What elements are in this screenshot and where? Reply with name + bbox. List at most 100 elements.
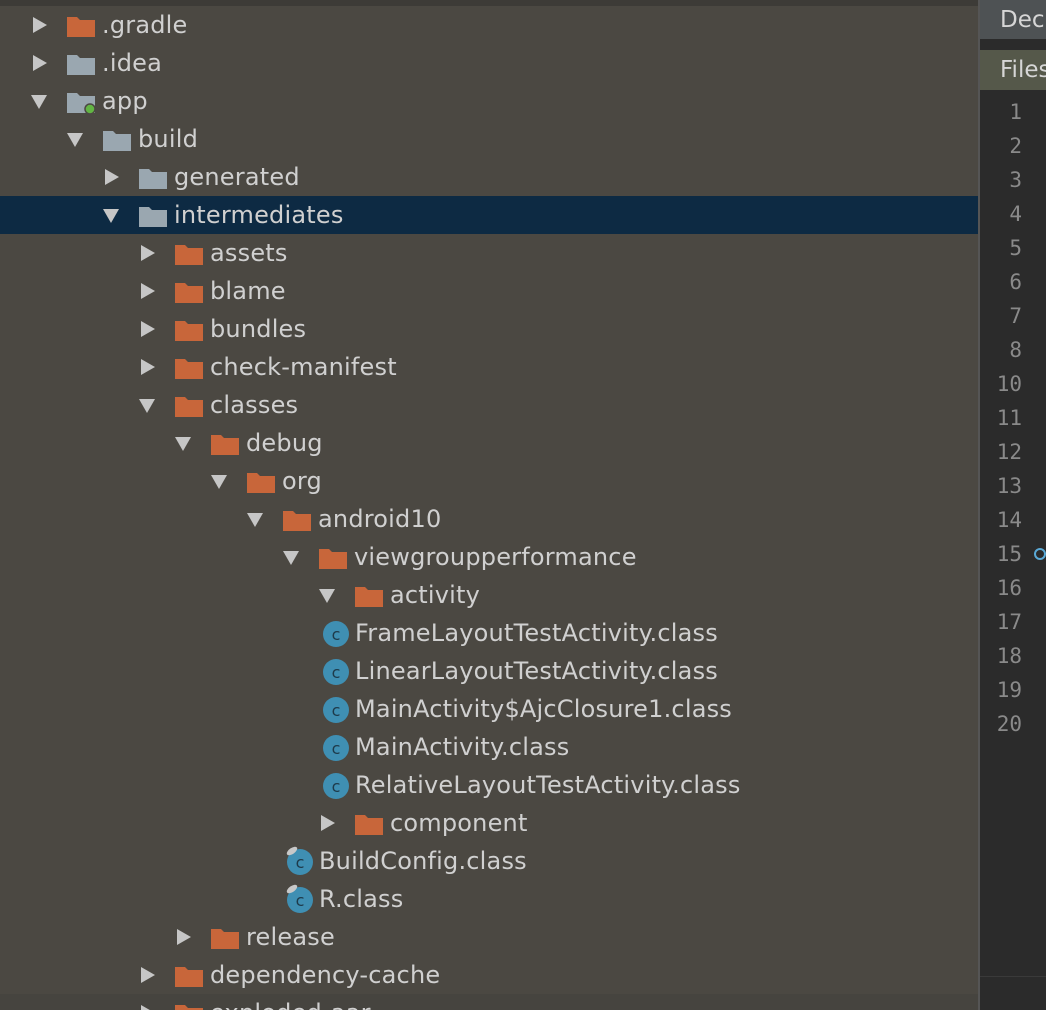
- folder-icon: [66, 14, 96, 42]
- collapse-arrow-icon[interactable]: [141, 283, 155, 299]
- expand-arrow-icon[interactable]: [139, 399, 155, 413]
- tree-row[interactable]: build: [0, 120, 978, 158]
- line-number: 6: [1009, 270, 1022, 294]
- tree-row[interactable]: android10: [0, 500, 978, 538]
- tree-row[interactable]: org: [0, 462, 978, 500]
- line-number: 2: [1009, 134, 1022, 158]
- line-number: 3: [1009, 168, 1022, 192]
- tree-row-label: MainActivity.class: [355, 733, 570, 761]
- folder-icon: [174, 280, 204, 308]
- expand-arrow-icon[interactable]: [103, 209, 119, 223]
- expand-arrow-icon[interactable]: [31, 95, 47, 109]
- folder-icon: [174, 394, 204, 422]
- svg-text:c: c: [332, 663, 341, 682]
- tree-row[interactable]: component: [0, 804, 978, 842]
- tree-row[interactable]: check-manifest: [0, 348, 978, 386]
- tree-row[interactable]: intermediates: [0, 196, 978, 234]
- override-marker-icon[interactable]: [1034, 548, 1046, 560]
- tree-row[interactable]: c LinearLayoutTestActivity.class: [0, 652, 978, 690]
- tree-row-label: RelativeLayoutTestActivity.class: [355, 771, 741, 799]
- tree-top-edge: [0, 0, 978, 6]
- line-number: 7: [1009, 304, 1022, 328]
- line-number: 13: [996, 474, 1022, 498]
- tree-row-label: R.class: [319, 885, 404, 913]
- tab-files[interactable]: Files: [980, 50, 1046, 90]
- line-number: 8: [1009, 338, 1022, 362]
- tree-row-label: .gradle: [102, 11, 188, 39]
- tree-row[interactable]: exploded-aar: [0, 994, 978, 1010]
- tree-row-label: release: [246, 923, 335, 951]
- tree-row-label: component: [390, 809, 528, 837]
- expand-arrow-icon[interactable]: [283, 551, 299, 565]
- tree-row[interactable]: .gradle: [0, 6, 978, 44]
- expand-arrow-icon[interactable]: [175, 437, 191, 451]
- collapse-arrow-icon[interactable]: [177, 929, 191, 945]
- tree-row[interactable]: bundles: [0, 310, 978, 348]
- folder-icon: [318, 546, 348, 574]
- collapse-arrow-icon[interactable]: [321, 815, 335, 831]
- collapse-arrow-icon[interactable]: [141, 967, 155, 983]
- tree-row-label: activity: [390, 581, 481, 609]
- collapse-arrow-icon[interactable]: [141, 359, 155, 375]
- tree-row-label: debug: [246, 429, 323, 457]
- tree-row-label: bundles: [210, 315, 307, 343]
- expand-arrow-icon[interactable]: [247, 513, 263, 527]
- line-number: 17: [996, 610, 1022, 634]
- expand-arrow-icon[interactable]: [67, 133, 83, 147]
- collapse-arrow-icon[interactable]: [33, 55, 47, 71]
- tree-row-label: check-manifest: [210, 353, 397, 381]
- tree-row[interactable]: c RelativeLayoutTestActivity.class: [0, 766, 978, 804]
- expand-arrow-icon[interactable]: [211, 475, 227, 489]
- expand-arrow-icon[interactable]: [319, 589, 335, 603]
- folder-icon: [282, 508, 312, 536]
- line-number: 16: [996, 576, 1022, 600]
- tree-row[interactable]: app: [0, 82, 978, 120]
- tree-row-label: generated: [174, 163, 300, 191]
- gutter-bottom: [980, 976, 1046, 1010]
- tree-row[interactable]: .idea: [0, 44, 978, 82]
- tree-row[interactable]: blame: [0, 272, 978, 310]
- tree-row-label: android10: [318, 505, 442, 533]
- tree-row[interactable]: activity: [0, 576, 978, 614]
- collapse-arrow-icon[interactable]: [141, 1005, 155, 1010]
- svg-text:c: c: [332, 777, 341, 796]
- folder-icon: [138, 204, 168, 232]
- collapse-arrow-icon[interactable]: [105, 169, 119, 185]
- tree-row[interactable]: classes: [0, 386, 978, 424]
- locked-class-file-icon: c: [285, 884, 313, 913]
- tree-row-label: LinearLayoutTestActivity.class: [355, 657, 718, 685]
- class-file-icon: c: [321, 694, 349, 723]
- tree-row-label: FrameLayoutTestActivity.class: [355, 619, 718, 647]
- tab-declarations[interactable]: Declarations: [980, 0, 1046, 40]
- tree-row[interactable]: assets: [0, 234, 978, 272]
- tree-row-label: assets: [210, 239, 288, 267]
- tree-row-label: BuildConfig.class: [319, 847, 527, 875]
- tree-row[interactable]: generated: [0, 158, 978, 196]
- line-number: 19: [996, 678, 1022, 702]
- folder-icon: [174, 1002, 204, 1010]
- folder-icon: [174, 318, 204, 346]
- tree-row-label: classes: [210, 391, 299, 419]
- tree-row[interactable]: dependency-cache: [0, 956, 978, 994]
- editor-gutter: Declarations Files 123456781011121314151…: [978, 0, 1046, 1010]
- collapse-arrow-icon[interactable]: [33, 17, 47, 33]
- tree-row[interactable]: debug: [0, 424, 978, 462]
- line-number: 10: [996, 372, 1022, 396]
- class-file-icon: c: [321, 656, 349, 685]
- line-number: 4: [1009, 202, 1022, 226]
- collapse-arrow-icon[interactable]: [141, 321, 155, 337]
- tree-row[interactable]: viewgroupperformance: [0, 538, 978, 576]
- tree-row[interactable]: c BuildConfig.class: [0, 842, 978, 880]
- folder-icon: [138, 166, 168, 194]
- svg-text:c: c: [296, 853, 305, 872]
- collapse-arrow-icon[interactable]: [141, 245, 155, 261]
- locked-class-file-icon: c: [285, 846, 313, 875]
- tree-row[interactable]: release: [0, 918, 978, 956]
- line-number: 20: [996, 712, 1022, 736]
